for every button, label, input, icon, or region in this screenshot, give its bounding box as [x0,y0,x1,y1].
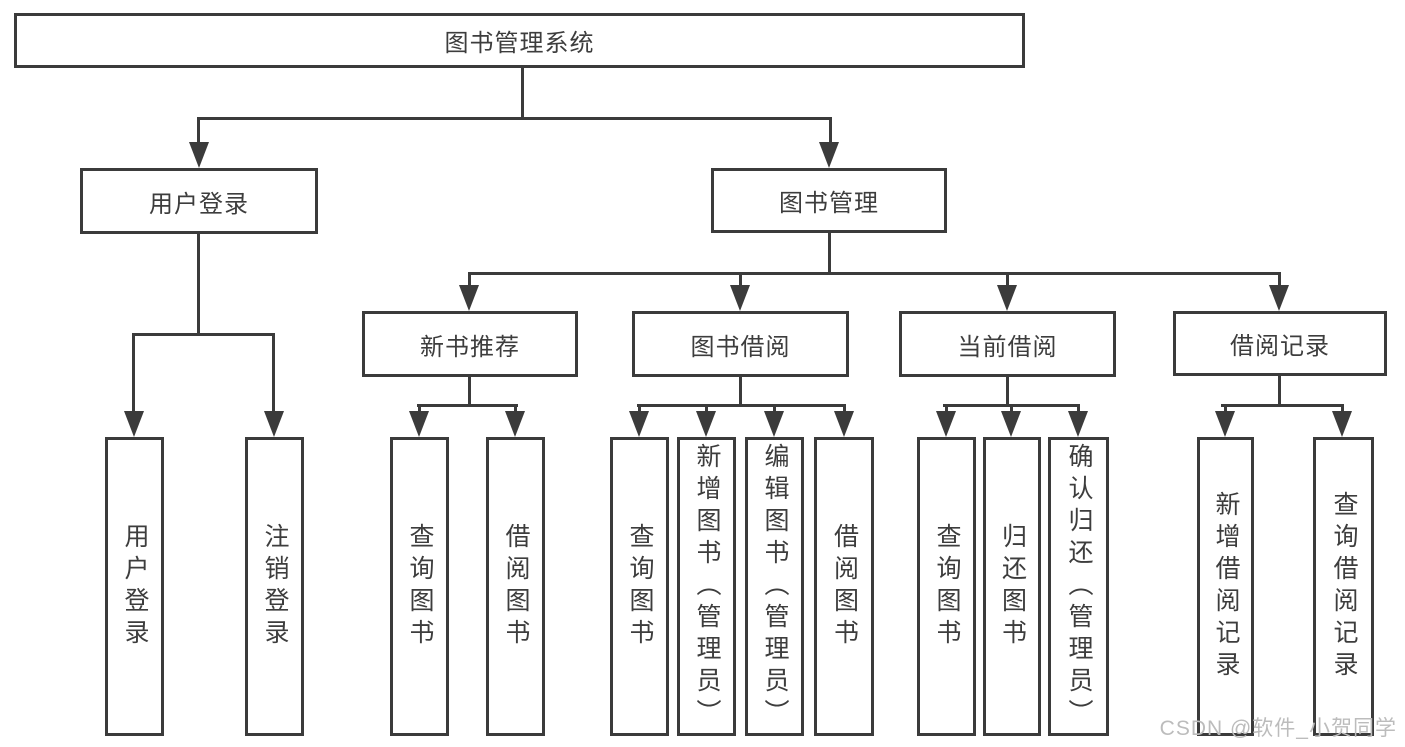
connector-user-login-hline [132,333,275,336]
arrow-down-icon [1215,411,1235,437]
leaf-node-label: 借阅图书 [502,522,530,651]
leaf-node-add-books-admin: 新增图书（管理员） [677,437,736,736]
connector-drop-book-management [829,117,832,147]
connector-drop-leaf [638,404,641,416]
csdn-watermark: CSDN @软件_小贺同学 [1159,717,1397,740]
connector-group-hline [417,404,518,407]
arrow-down-icon [1269,285,1289,311]
connector-drop-leaf [1010,404,1013,416]
leaf-node-add-borrow-record: 新增借阅记录 [1197,437,1254,736]
leaf-node-query-books: 查询图书 [390,437,449,736]
branch-node-book-management: 图书管理 [711,168,947,233]
root-node-label: 图书管理系统 [444,30,595,57]
connector-group-stem [1278,376,1281,407]
connector-drop-leaf [705,404,708,416]
connector-group-stem [1006,376,1009,407]
leaf-node-query-borrow-record: 查询借阅记录 [1313,437,1374,736]
connector-group-stem [739,376,742,407]
connector-drop-leaf [1341,404,1344,416]
connector-drop-group [1006,272,1009,290]
connector-drop-leaf [1224,404,1227,416]
branch-node-label: 用户登录 [149,190,249,218]
group-node-new-book-recommend: 新书推荐 [362,311,578,377]
arrow-down-icon [124,411,144,437]
connector-book-management-hline [468,272,1281,275]
connector-root-stem [521,67,524,120]
arrow-down-icon [997,285,1017,311]
arrow-down-icon [1068,411,1088,437]
connector-root-hline [197,117,832,120]
leaf-node-label: 查询图书 [406,522,434,651]
leaf-node-label: 新增借阅记录 [1212,490,1240,683]
arrow-down-icon [409,411,429,437]
arrow-down-icon [834,411,854,437]
group-node-label: 借阅记录 [1230,333,1330,360]
connector-drop-leaf [272,333,275,415]
leaf-node-label: 查询借阅记录 [1330,490,1358,683]
leaf-node-label: 查询图书 [626,522,654,651]
leaf-node-label: 查询图书 [933,522,961,651]
group-node-label: 图书借阅 [690,333,791,361]
arrow-down-icon [505,411,525,437]
arrow-down-icon [730,285,750,311]
leaf-node-label: 用户登录 [121,522,149,651]
connector-drop-leaf [1077,404,1080,416]
leaf-node-confirm-return-admin: 确认归还（管理员） [1048,437,1109,736]
group-node-label: 新书推荐 [420,333,520,361]
arrow-down-icon [1332,411,1352,437]
connector-drop-leaf [132,333,135,415]
arrow-down-icon [819,142,839,168]
connector-drop-leaf [514,404,517,416]
arrow-down-icon [629,411,649,437]
leaf-node-edit-books-admin: 编辑图书（管理员） [745,437,804,736]
leaf-node-label: 新增图书（管理员） [693,442,721,731]
leaf-node-borrow-books: 借阅图书 [814,437,874,736]
branch-node-label: 图书管理 [779,190,879,217]
leaf-node-return-books: 归还图书 [983,437,1041,736]
connector-drop-group [468,272,471,290]
leaf-node-label: 借阅图书 [830,522,859,651]
connector-group-hline [1221,404,1344,407]
connector-book-management-stem [828,232,831,275]
group-node-book-borrow: 图书借阅 [632,311,849,377]
group-node-current-borrow: 当前借阅 [899,311,1116,377]
leaf-node-label: 编辑图书（管理员） [761,442,789,731]
connector-drop-group [1278,272,1281,290]
arrow-down-icon [459,285,479,311]
arrow-down-icon [696,411,716,437]
leaf-node-label: 注销登录 [261,522,289,651]
connector-drop-leaf [418,404,421,416]
leaf-node-logout: 注销登录 [245,437,304,736]
connector-user-login-stem [197,233,200,336]
arrow-down-icon [189,142,209,168]
root-node-library-management-system: 图书管理系统 [14,13,1025,68]
arrow-down-icon [764,411,784,437]
connector-drop-leaf [773,404,776,416]
leaf-node-user-login: 用户登录 [105,437,164,736]
leaf-node-label: 确认归还（管理员） [1065,442,1093,731]
arrow-down-icon [1001,411,1021,437]
connector-drop-user-login [197,117,200,147]
arrow-down-icon [936,411,956,437]
group-node-label: 当前借阅 [957,333,1058,361]
leaf-node-label: 归还图书 [998,522,1027,651]
connector-drop-leaf [945,404,948,416]
connector-drop-leaf [843,404,846,416]
group-node-borrow-records: 借阅记录 [1173,311,1387,376]
connector-group-stem [468,376,471,407]
branch-node-user-login: 用户登录 [80,168,318,234]
arrow-down-icon [264,411,284,437]
leaf-node-query-books: 查询图书 [917,437,976,736]
leaf-node-borrow-books: 借阅图书 [486,437,545,736]
connector-group-hline [637,404,846,407]
connector-drop-group [739,272,742,290]
leaf-node-query-books: 查询图书 [610,437,669,736]
